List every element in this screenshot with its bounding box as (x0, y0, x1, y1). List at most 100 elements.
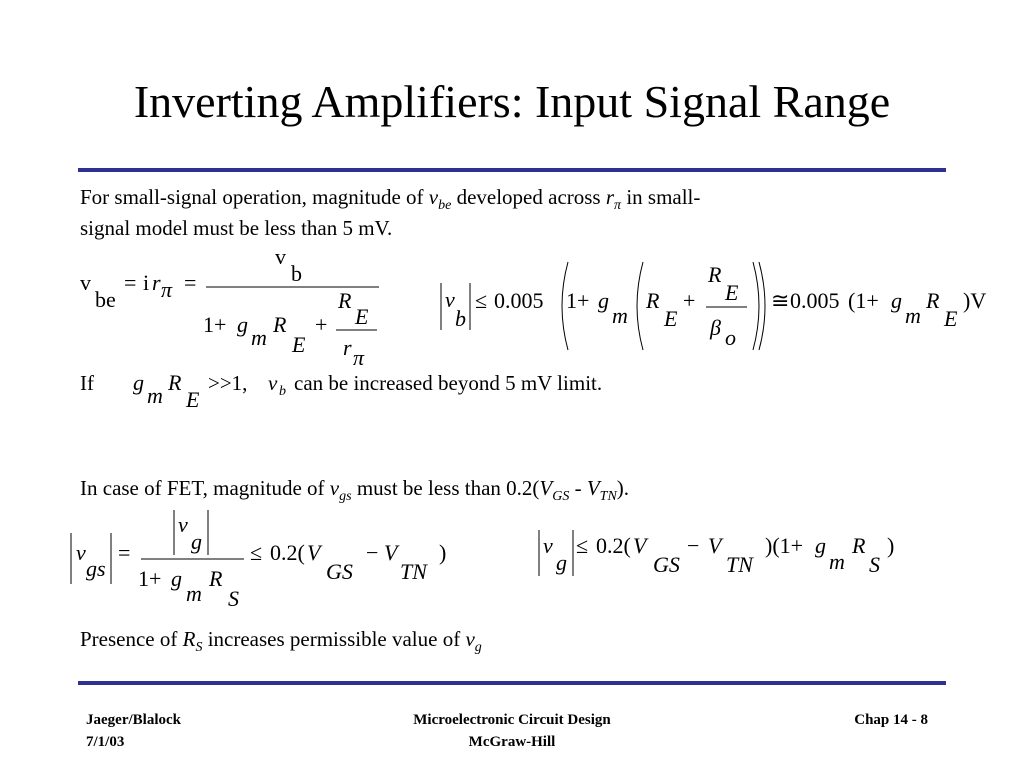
svg-text:v: v (80, 270, 91, 295)
footer-author-names: Jaeger/Blalock (86, 712, 181, 728)
svg-text:=: = (118, 540, 130, 565)
svg-text:(1+: (1+ (848, 288, 879, 313)
svg-text:≤: ≤ (250, 540, 262, 565)
svg-text:b: b (455, 306, 466, 331)
svg-text:v: v (76, 540, 86, 565)
svg-text:g: g (556, 550, 567, 575)
svg-text:m: m (251, 325, 267, 350)
svg-text:≅: ≅ (771, 288, 789, 313)
svg-text:V: V (633, 533, 649, 558)
svg-text:m: m (147, 383, 163, 408)
presence-of-rs-line: Presence of RS increases permissible val… (80, 627, 482, 655)
svg-text:−: − (366, 540, 378, 565)
svg-text:β: β (709, 315, 721, 340)
svg-text:R: R (925, 288, 940, 313)
svg-text:m: m (186, 581, 202, 606)
svg-text:R: R (337, 288, 352, 313)
fet-intro-line: In case of FET, magnitude of vgs must be… (80, 476, 630, 504)
svg-text:TN: TN (400, 559, 428, 584)
svg-text:): ) (887, 533, 894, 558)
svg-text:TN: TN (726, 552, 754, 577)
svg-text:E: E (724, 280, 739, 305)
svg-text:V: V (384, 540, 400, 565)
footer-book: Microelectronic Circuit Design McGraw-Hi… (312, 709, 712, 753)
svg-text:g: g (133, 370, 144, 395)
footer-chapter-page: Chap 14 - 8 (854, 712, 928, 728)
svg-text:r: r (152, 270, 161, 295)
svg-text:g: g (191, 529, 202, 554)
svg-text:E: E (943, 306, 958, 331)
svg-text:π: π (161, 277, 173, 302)
svg-text:m: m (612, 303, 628, 328)
footer-divider (78, 681, 946, 685)
svg-text:)(1+: )(1+ (765, 533, 803, 558)
svg-text:GS: GS (653, 552, 680, 577)
svg-text:i: i (143, 270, 149, 295)
svg-text:R: R (272, 312, 287, 337)
bjt-intro-line-1: For small-signal operation, magnitude of… (80, 185, 701, 213)
svg-text:E: E (354, 304, 369, 329)
svg-text:): ) (439, 540, 446, 565)
svg-text:o: o (725, 325, 736, 350)
footer-date: 7/1/03 (86, 734, 125, 750)
svg-text:R: R (707, 262, 722, 287)
svg-text:0.2(: 0.2( (270, 540, 305, 565)
svg-text:v: v (543, 533, 553, 558)
svg-text:b: b (291, 261, 302, 286)
svg-text:v: v (178, 512, 188, 537)
svg-text:v: v (445, 287, 455, 312)
svg-text:m: m (829, 549, 845, 574)
footer-book-title: Microelectronic Circuit Design (413, 712, 611, 728)
svg-text:m: m (905, 303, 921, 328)
svg-text:+: + (315, 312, 327, 337)
svg-text:r: r (343, 335, 352, 360)
svg-text:gs: gs (86, 556, 106, 581)
slide-title: Inverting Amplifiers: Input Signal Range (133, 76, 891, 127)
svg-text:g: g (171, 566, 182, 591)
svg-text:v: v (275, 244, 286, 269)
svg-text:S: S (228, 586, 239, 611)
svg-text:>>1,: >>1, (208, 371, 247, 395)
svg-text:v: v (268, 371, 278, 395)
svg-text:R: R (208, 566, 223, 591)
svg-text:GS: GS (326, 559, 353, 584)
svg-text:−: − (687, 533, 699, 558)
svg-text:1+: 1+ (203, 312, 226, 337)
svg-text:E: E (663, 306, 678, 331)
svg-text:1+: 1+ (566, 288, 589, 313)
svg-text:1+: 1+ (138, 566, 161, 591)
svg-text:If: If (80, 371, 94, 395)
svg-text:E: E (185, 387, 200, 412)
footer-publisher: McGraw-Hill (468, 734, 556, 750)
title-divider (78, 168, 946, 172)
svg-text:=: = (184, 270, 196, 295)
svg-text:+: + (683, 288, 695, 313)
svg-text:g: g (598, 288, 609, 313)
footer-authors: Jaeger/Blalock 7/1/03 (86, 709, 181, 753)
svg-text:)V: )V (963, 288, 986, 313)
svg-text:g: g (237, 312, 248, 337)
svg-text:R: R (167, 370, 182, 395)
svg-text:V: V (307, 540, 323, 565)
svg-text:can be increased beyond 5 mV l: can be increased beyond 5 mV limit. (294, 371, 602, 395)
svg-text:V: V (708, 533, 724, 558)
svg-text:π: π (353, 345, 365, 370)
svg-text:0.005: 0.005 (790, 288, 840, 313)
svg-text:g: g (815, 533, 826, 558)
svg-text:0.2(: 0.2( (596, 533, 631, 558)
svg-text:R: R (851, 533, 866, 558)
svg-text:b: b (279, 384, 286, 399)
svg-text:S: S (869, 552, 880, 577)
bjt-intro-line-2: signal model must be less than 5 mV. (80, 216, 393, 240)
svg-text:=: = (124, 270, 136, 295)
svg-text:E: E (291, 332, 306, 357)
svg-text:R: R (645, 288, 660, 313)
svg-text:0.005: 0.005 (494, 288, 544, 313)
svg-text:≤: ≤ (576, 533, 588, 558)
svg-text:g: g (891, 288, 902, 313)
